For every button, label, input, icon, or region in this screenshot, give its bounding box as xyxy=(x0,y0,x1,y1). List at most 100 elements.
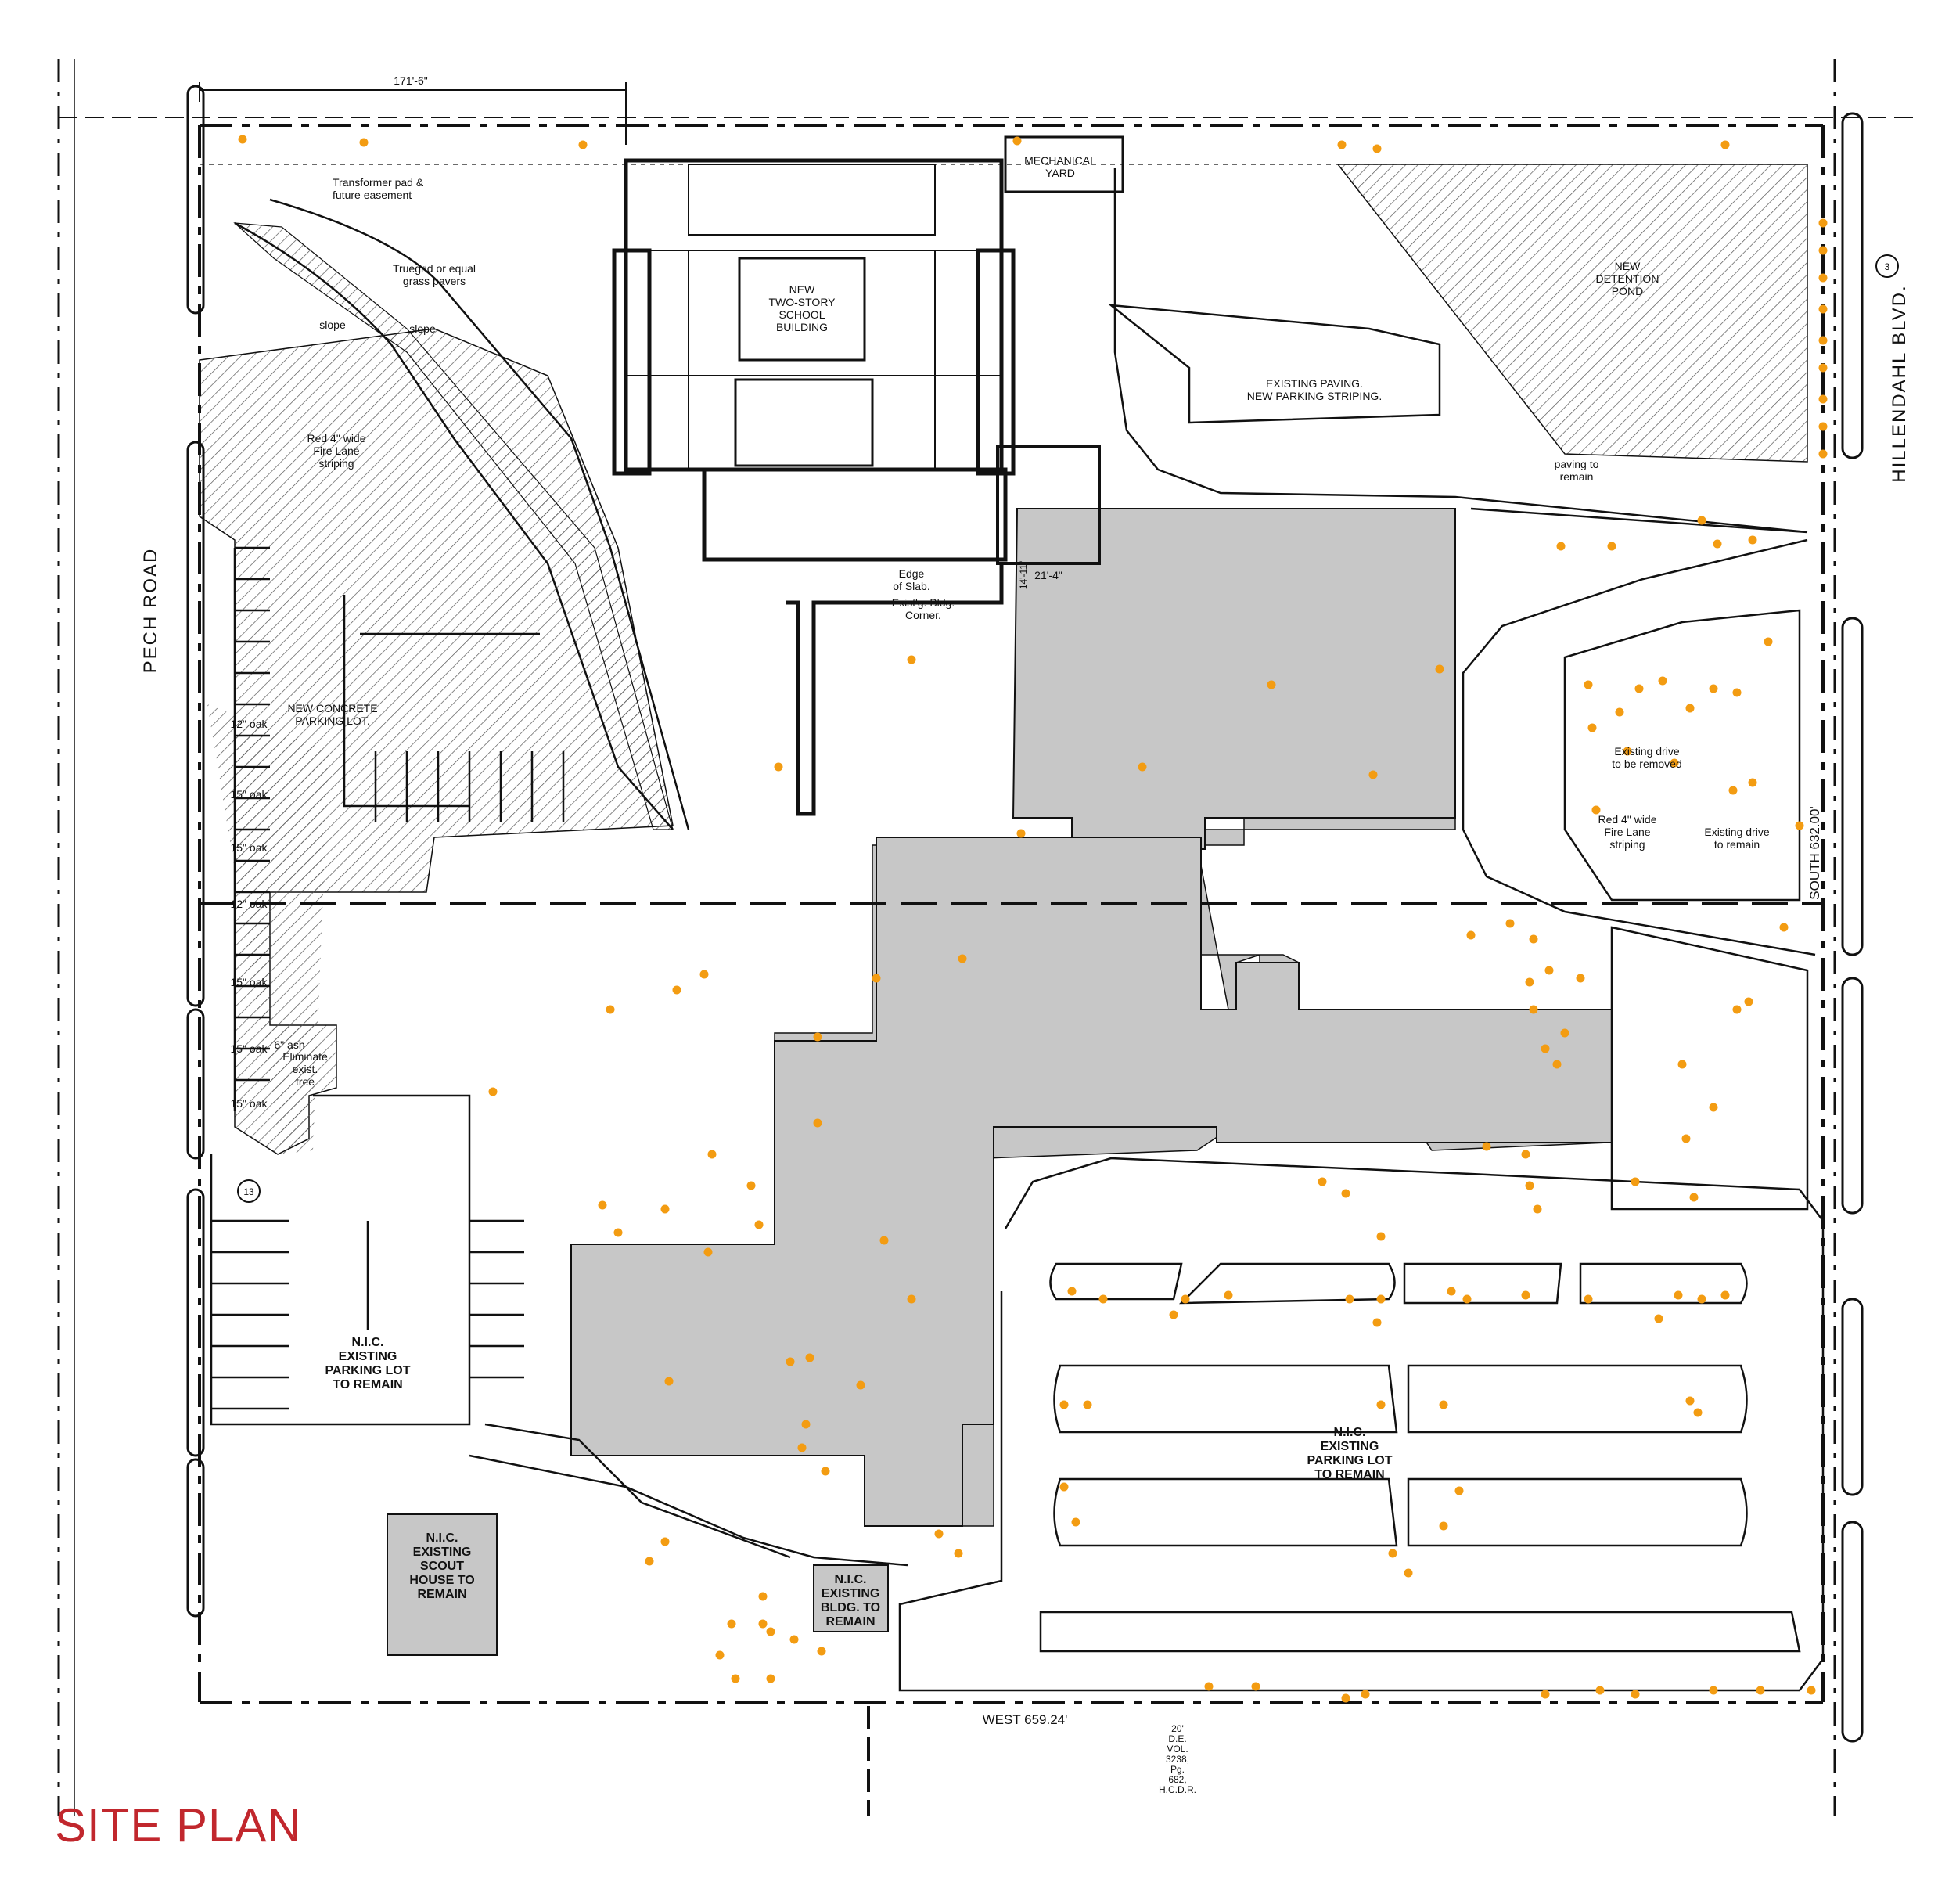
tree-marker xyxy=(1098,1294,1108,1304)
tree-marker xyxy=(1376,1400,1386,1409)
note-line: REMAIN xyxy=(825,1615,875,1629)
tree-markers xyxy=(238,135,1828,1703)
parking-row-1d xyxy=(1579,1262,1748,1305)
pech-road-label: PECH ROAD xyxy=(140,548,161,674)
southwest-drive-edge xyxy=(484,1423,791,1559)
new-school-building-outline xyxy=(612,135,1124,816)
tree-marker xyxy=(613,1228,623,1237)
tree-marker xyxy=(1654,1314,1663,1323)
west-curb-island-3 xyxy=(186,1008,205,1160)
tree-marker xyxy=(1748,778,1757,787)
parking-row-3b xyxy=(1407,1477,1748,1547)
tree-marker xyxy=(1533,1204,1542,1214)
note-line: EXISTING xyxy=(1321,1440,1379,1453)
east-curb-island-4 xyxy=(1841,1298,1864,1496)
tree-marker xyxy=(774,762,783,772)
note-line: Red 4" wide xyxy=(307,432,365,445)
west-curb-island-4 xyxy=(186,1188,205,1457)
tree-marker xyxy=(1779,923,1789,932)
note-line: EXISTING PAVING. xyxy=(1266,377,1363,390)
tree-marker xyxy=(1681,1134,1691,1143)
note-slope-b: slope xyxy=(409,322,436,335)
east-badge-shape xyxy=(1875,254,1899,278)
tree-marker xyxy=(1541,1690,1550,1699)
tree-marker xyxy=(1059,1400,1069,1409)
fire-lane-west-area xyxy=(207,704,329,1154)
fire-lane-drive-east xyxy=(269,198,690,830)
fire-lane-drive-west xyxy=(234,221,674,830)
note-line: Edge xyxy=(899,567,925,580)
tree-marker xyxy=(758,1619,768,1629)
tree-marker xyxy=(1720,1290,1730,1300)
tree-marker xyxy=(1818,363,1828,373)
note-line: 682, xyxy=(1168,1774,1186,1785)
tree-marker xyxy=(1744,997,1753,1006)
tree-marker xyxy=(731,1674,740,1683)
tree-marker xyxy=(1337,140,1347,149)
note-easement: 20'D.E.VOL.3238,Pg.682,H.C.D.R. xyxy=(1159,1723,1196,1795)
note-line: 20' xyxy=(1171,1723,1184,1734)
note-line: SCHOOL xyxy=(778,308,825,321)
south-parking-lot xyxy=(898,1157,1825,1692)
note-line: TO REMAIN xyxy=(1314,1468,1384,1481)
existing-paving-lot xyxy=(1107,304,1441,424)
tree-marker xyxy=(1631,1177,1640,1186)
tree-marker xyxy=(1697,1294,1706,1304)
tree-marker xyxy=(1341,1693,1350,1703)
note-line: REMAIN xyxy=(417,1588,466,1601)
note-line: N.I.C. xyxy=(426,1531,458,1545)
parking-row-4 xyxy=(1039,1611,1801,1653)
hatched-areas xyxy=(199,164,1808,1155)
note-line: EXISTING xyxy=(822,1587,880,1600)
note-line: MECHANICAL xyxy=(1024,154,1096,167)
note-line: TO REMAIN xyxy=(333,1378,402,1391)
tree-marker xyxy=(1795,821,1804,830)
top-dimension-label: 171'-6" xyxy=(394,74,427,87)
note-line: Truegrid or equal xyxy=(393,262,476,275)
note-line: Eliminate xyxy=(282,1050,328,1063)
road-curbs xyxy=(186,85,1864,1743)
note-line: striping xyxy=(1609,838,1645,851)
tree-marker xyxy=(758,1592,768,1601)
note-line: future easement xyxy=(333,189,412,201)
tree-marker xyxy=(1224,1290,1233,1300)
note-line: EXISTING xyxy=(339,1350,397,1363)
note-line: exist. xyxy=(293,1063,318,1075)
tree-marker xyxy=(1404,1568,1413,1578)
west-parking-lot xyxy=(210,1094,471,1426)
parking-row-1c xyxy=(1403,1262,1562,1305)
existing-scout-house xyxy=(387,1513,498,1656)
new-school-front-wing xyxy=(702,467,1008,562)
tree-marker xyxy=(813,1032,822,1042)
tree-marker xyxy=(1204,1682,1214,1691)
tree-marker xyxy=(1541,1044,1550,1053)
note-existing-paving: EXISTING PAVING.NEW PARKING STRIPING. xyxy=(1247,377,1382,402)
east-curb-island-3 xyxy=(1841,977,1864,1215)
tree-marker xyxy=(1693,1408,1703,1417)
new-school-west-wing xyxy=(612,248,652,476)
note-line: Fire Lane xyxy=(313,445,359,457)
tree-marker xyxy=(598,1200,607,1210)
tree-marker xyxy=(1674,1290,1683,1300)
tree-marker xyxy=(1576,974,1585,983)
tree-marker xyxy=(1435,664,1444,674)
tree-marker xyxy=(1376,1232,1386,1241)
note-line: Existing drive xyxy=(1614,745,1679,758)
tree-marker xyxy=(879,1236,889,1245)
right-dimension-label: SOUTH 632.00' xyxy=(1807,806,1822,899)
southwest-drive xyxy=(469,1454,908,1567)
new-school-link xyxy=(996,445,1101,565)
tree-marker xyxy=(1595,1686,1605,1695)
note-line: paving to xyxy=(1555,458,1599,470)
note-line: VOL. xyxy=(1167,1744,1188,1755)
tree-marker xyxy=(1818,246,1828,255)
tree-marker xyxy=(1388,1549,1397,1558)
tree-marker xyxy=(1709,684,1718,693)
tree-marker xyxy=(1807,1686,1816,1695)
